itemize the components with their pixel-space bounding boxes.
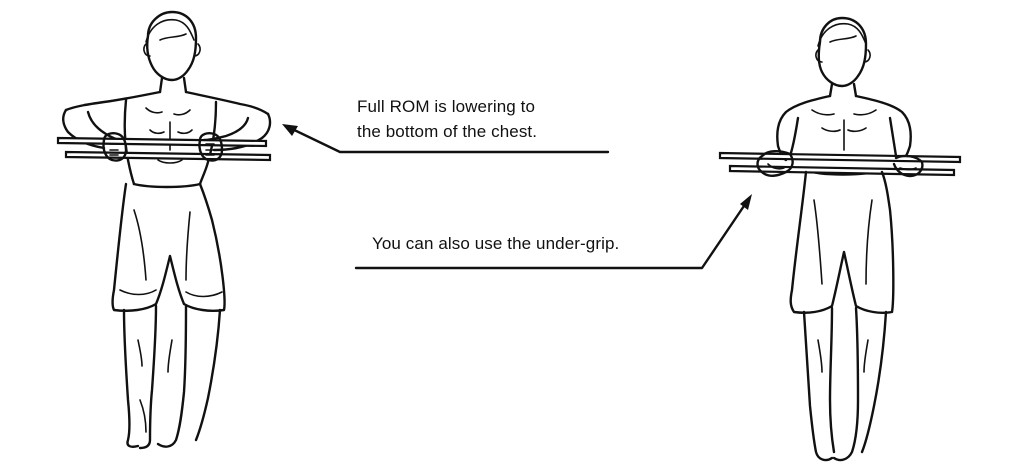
callout-grip-line: [354, 194, 752, 270]
annotation-under-grip: You can also use the under-grip.: [372, 231, 702, 256]
callout-rom-line: [282, 124, 610, 154]
callout-rom-arrowhead: [282, 124, 298, 136]
left-figure-shorts: [111, 182, 226, 312]
annotation-full-rom-line-1: Full ROM is lowering to: [357, 97, 536, 116]
left-figure-legs: [122, 304, 222, 450]
right-figure: [718, 16, 962, 462]
annotation-full-rom: Full ROM is lowering to the bottom of th…: [357, 94, 617, 144]
left-figure-torso: [62, 76, 272, 189]
left-figure-head: [143, 10, 201, 82]
left-figure: [56, 10, 272, 450]
right-figure-head: [815, 16, 871, 88]
callout-grip-arrowhead: [740, 194, 752, 210]
annotation-under-grip-text: You can also use the under-grip.: [372, 234, 620, 253]
right-figure-shorts: [789, 170, 895, 314]
right-figure-bars: [718, 151, 962, 177]
left-figure-hands: [102, 132, 224, 162]
left-figure-bars: [56, 136, 272, 162]
right-figure-legs: [802, 306, 888, 462]
annotation-full-rom-line-2: the bottom of the chest.: [357, 122, 538, 141]
right-figure-hands: [756, 150, 924, 178]
